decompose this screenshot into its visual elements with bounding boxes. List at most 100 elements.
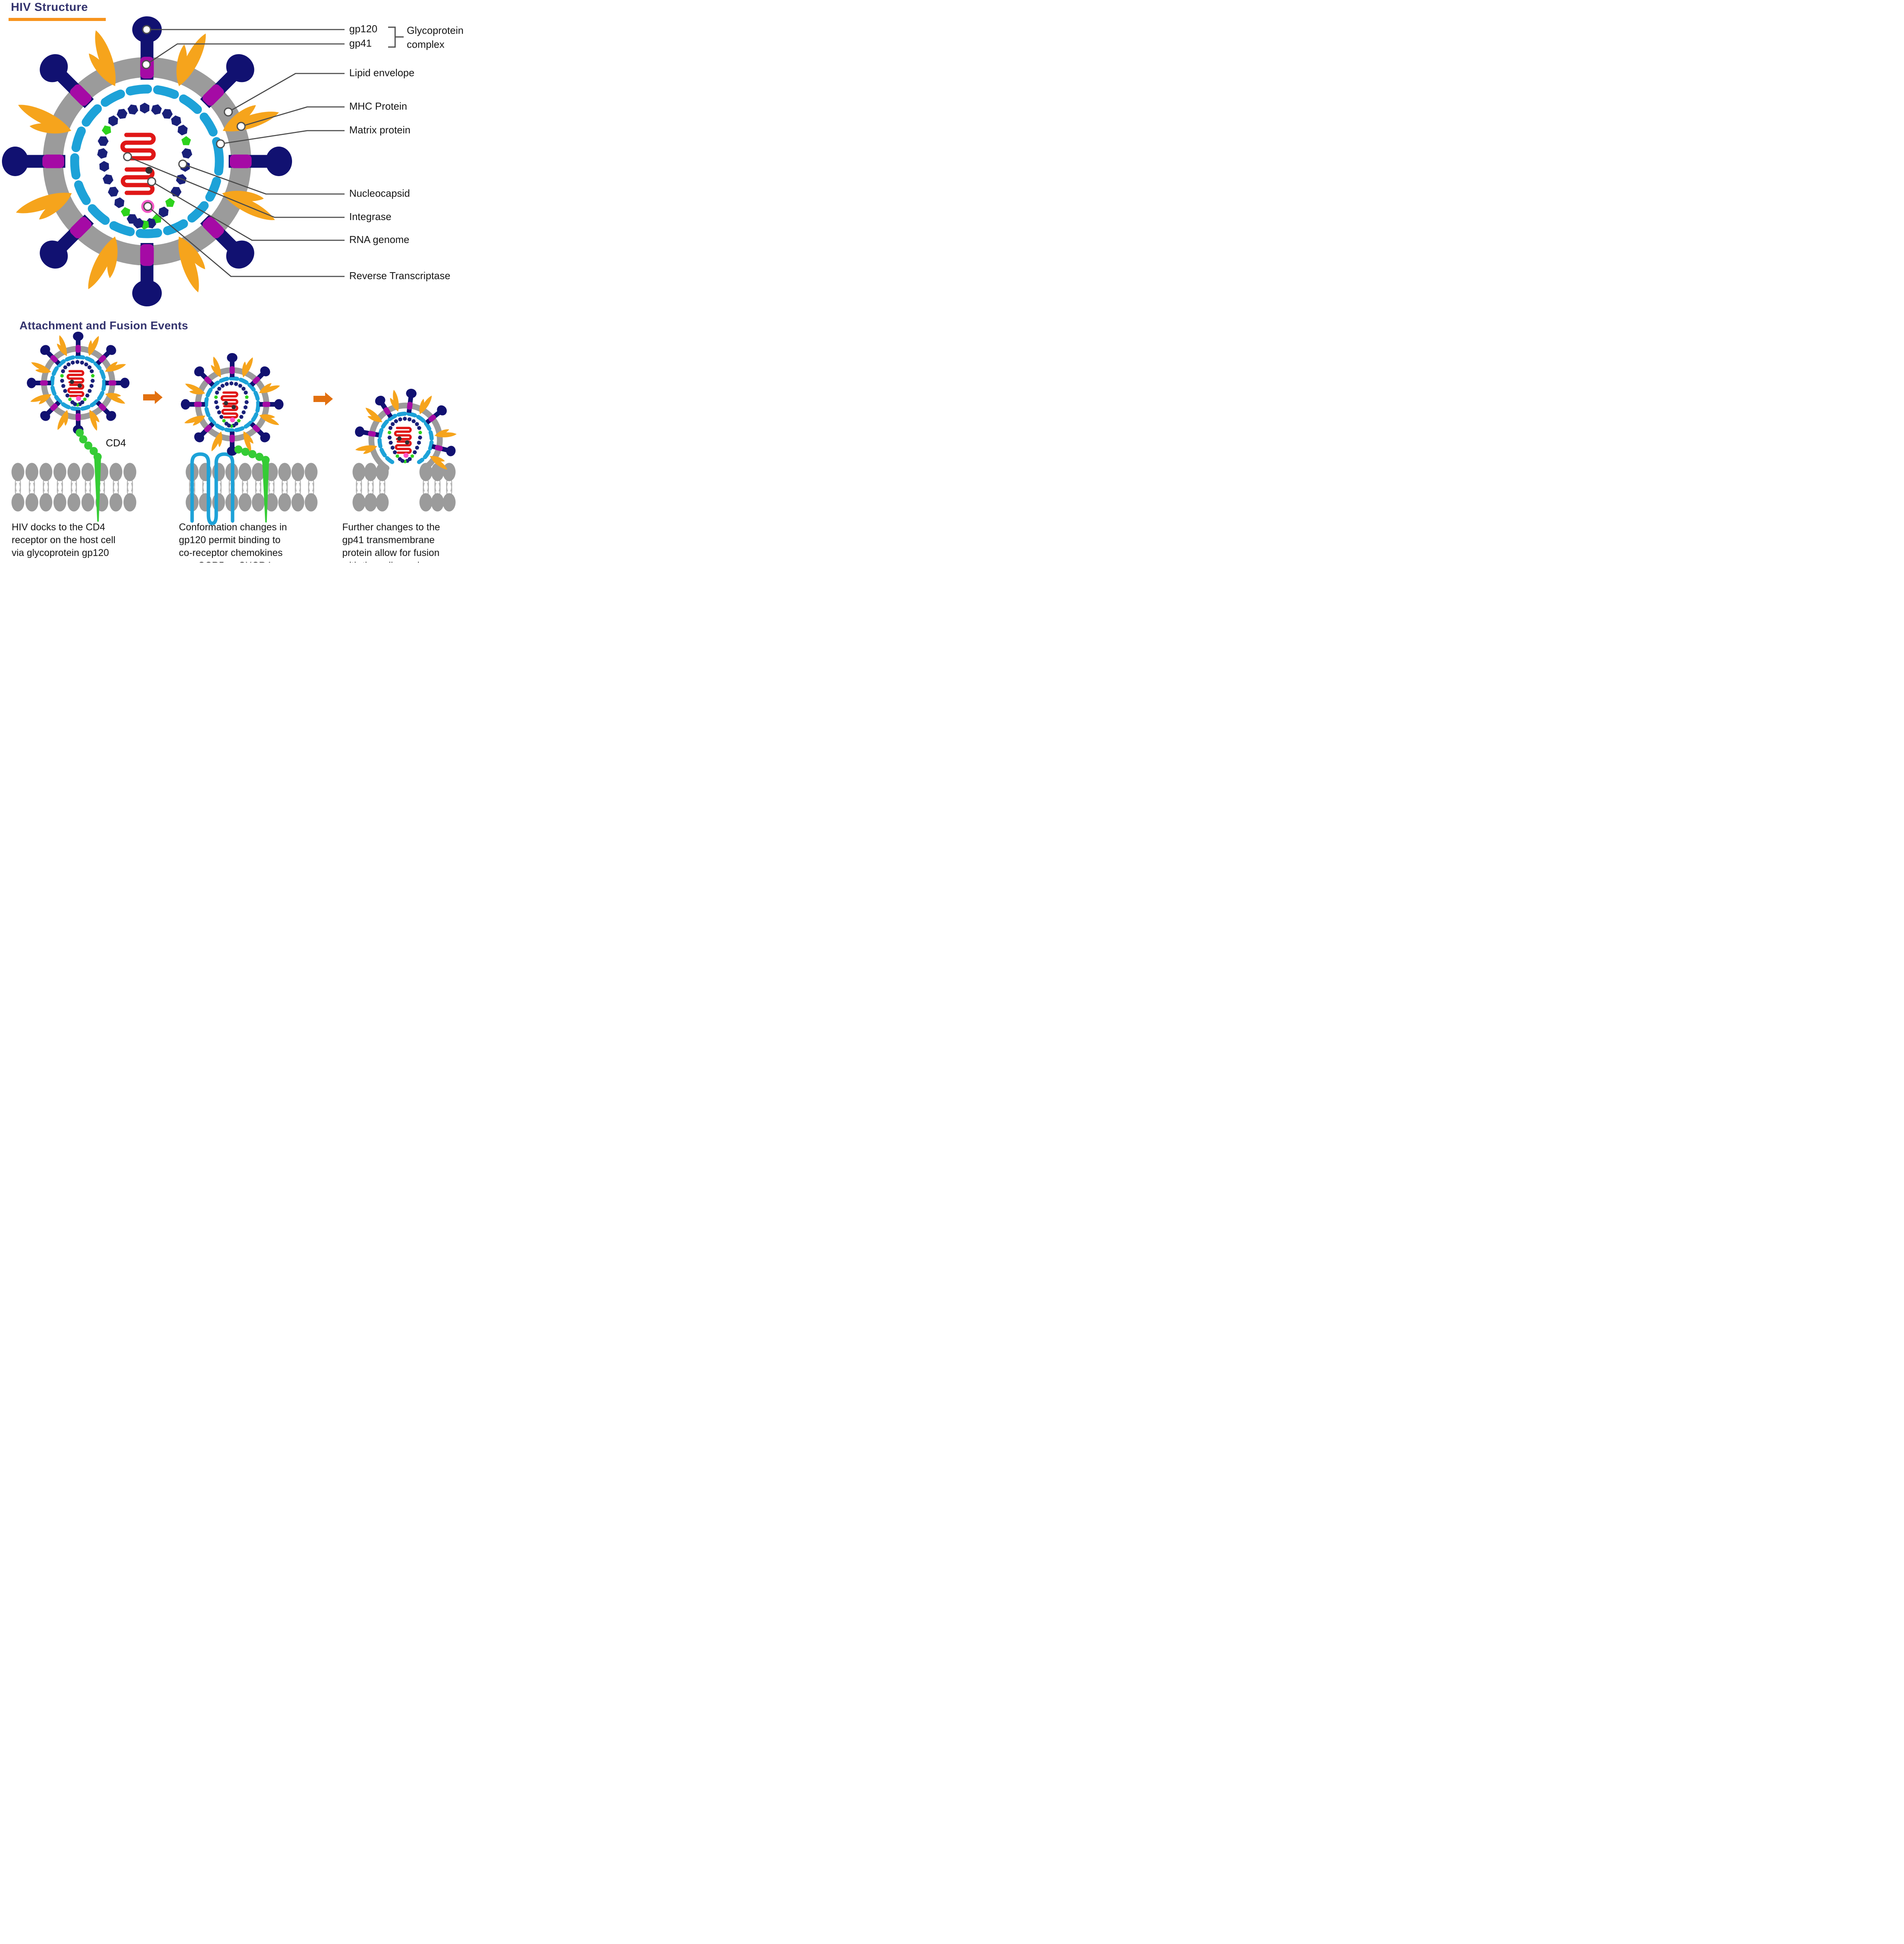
flame-leaf-long — [213, 357, 221, 378]
lipid-head — [109, 493, 122, 512]
gp41-transmembrane-band — [202, 84, 224, 106]
nucleocapsid-bead — [63, 365, 68, 369]
reverse-transcriptase-dot — [230, 417, 235, 423]
capsid-pentamer — [121, 207, 130, 217]
nucleocapsid-bead — [388, 441, 393, 445]
nucleocapsid-bead — [403, 416, 407, 421]
gp41-transmembrane-band — [252, 425, 260, 432]
protein-dot — [77, 383, 82, 388]
nucleocapsid-bead — [397, 457, 402, 462]
gp41-transmembrane-band — [194, 402, 202, 407]
glycoprotein-spike — [200, 214, 254, 269]
rna-genome-squiggle — [395, 440, 412, 454]
cd4-bead — [79, 435, 88, 444]
gp41-transmembrane-band — [202, 217, 224, 239]
nucleocapsid-bead — [214, 400, 219, 404]
mhc-protein-flame — [184, 415, 206, 426]
flame-leaf-long — [430, 456, 448, 470]
gp120-knob — [40, 345, 50, 355]
capsid-pentamer — [222, 419, 226, 423]
gp120-knob — [260, 432, 270, 442]
pointer-dot — [216, 139, 225, 149]
flame-leaf-long — [89, 409, 97, 431]
pointer-dot — [142, 25, 151, 34]
gp41-transmembrane-band — [204, 376, 212, 384]
mhc-protein-flame — [16, 192, 72, 220]
lipid-head — [443, 493, 456, 512]
nucleocapsid-bead — [88, 365, 92, 370]
flame-leaf-long — [393, 390, 399, 412]
lipid-head — [278, 493, 291, 512]
nucleocapsid-bead — [220, 383, 225, 388]
gp41-transmembrane-band — [140, 244, 154, 266]
nucleocapsid-bead — [390, 445, 395, 450]
capsid-pentamer — [418, 430, 422, 434]
capsid-pentamer — [91, 374, 95, 378]
label-cd4: CD4 — [106, 437, 126, 449]
flame-leaf-long — [434, 432, 457, 437]
pointer-line — [146, 43, 345, 65]
pointer-dot — [236, 122, 246, 131]
label-gp120: gp120 — [349, 23, 377, 35]
gp41-transmembrane-band — [435, 445, 443, 451]
nucleocapsid-bead — [98, 136, 109, 146]
mini-hiv-virion — [355, 388, 457, 471]
mhc-protein-flame — [259, 414, 279, 425]
flame-leaf-long — [243, 357, 253, 378]
nucleocapsid-bead — [114, 197, 124, 208]
coreceptor-chemokine-loop — [190, 452, 234, 525]
title-underline — [9, 18, 106, 21]
nucleocapsid-bead — [229, 381, 233, 386]
nucleocapsid-bead — [217, 386, 222, 391]
glycoprotein-spike — [96, 400, 116, 421]
mhc-protein-flame — [365, 407, 383, 422]
nucleocapsid-bead — [171, 115, 182, 126]
pointer-line — [241, 106, 345, 127]
flame-leaf-long — [178, 33, 206, 86]
flame-leaf-long — [95, 30, 116, 86]
lipid-head — [364, 463, 377, 481]
gp41-transmembrane-band — [262, 402, 270, 407]
nucleocapsid-bead — [99, 161, 109, 172]
nucleocapsid-bead — [387, 435, 392, 440]
glycoprotein-spike — [250, 422, 270, 442]
mhc-protein-flame — [31, 362, 51, 373]
gp41-transmembrane-band — [252, 376, 260, 384]
label-lipid-envelope: Lipid envelope — [349, 67, 415, 79]
glycoprotein-spike — [194, 366, 215, 387]
gp41-transmembrane-band — [98, 403, 106, 411]
glycoprotein-spike — [40, 345, 61, 365]
lipid-head — [123, 493, 136, 512]
nucleocapsid-bead — [90, 379, 95, 383]
mini-hiv-virion — [27, 332, 130, 434]
mhc-protein-flame — [57, 335, 67, 357]
lipid-head — [81, 463, 94, 481]
capsid-pentamer — [83, 397, 87, 401]
attachment-fusion-panels — [11, 332, 457, 525]
rna-genome-squiggle — [220, 391, 238, 405]
pointer-line — [127, 156, 345, 218]
nucleocapsid-bead — [158, 206, 169, 218]
label-rna-genome: RNA genome — [349, 234, 410, 245]
flame-leaf-long — [259, 385, 280, 393]
rna-genome-squiggle — [394, 427, 412, 441]
gp120-knob — [120, 378, 130, 388]
lipid-head — [352, 493, 366, 512]
nucleocapsid-bead — [170, 187, 182, 197]
pointer-line — [220, 130, 345, 145]
gp120-knob — [106, 411, 116, 421]
nucleocapsid-bead — [140, 103, 150, 114]
mhc-protein-flame — [419, 395, 432, 414]
glycoprotein-spike — [181, 399, 205, 410]
label-gp41: gp41 — [349, 37, 372, 49]
capsid-pentamer — [165, 198, 175, 207]
cd4-bead — [255, 453, 264, 461]
nucleocapsid-bead — [224, 421, 229, 426]
gp41-transmembrane-band — [229, 366, 235, 374]
gp41-transmembrane-band — [108, 380, 116, 386]
mhc-protein-flame — [178, 236, 205, 292]
lipid-head — [109, 463, 122, 481]
lipid-head — [291, 463, 304, 481]
gp120-knob — [132, 280, 162, 306]
nucleocapsid-bead — [411, 419, 416, 423]
